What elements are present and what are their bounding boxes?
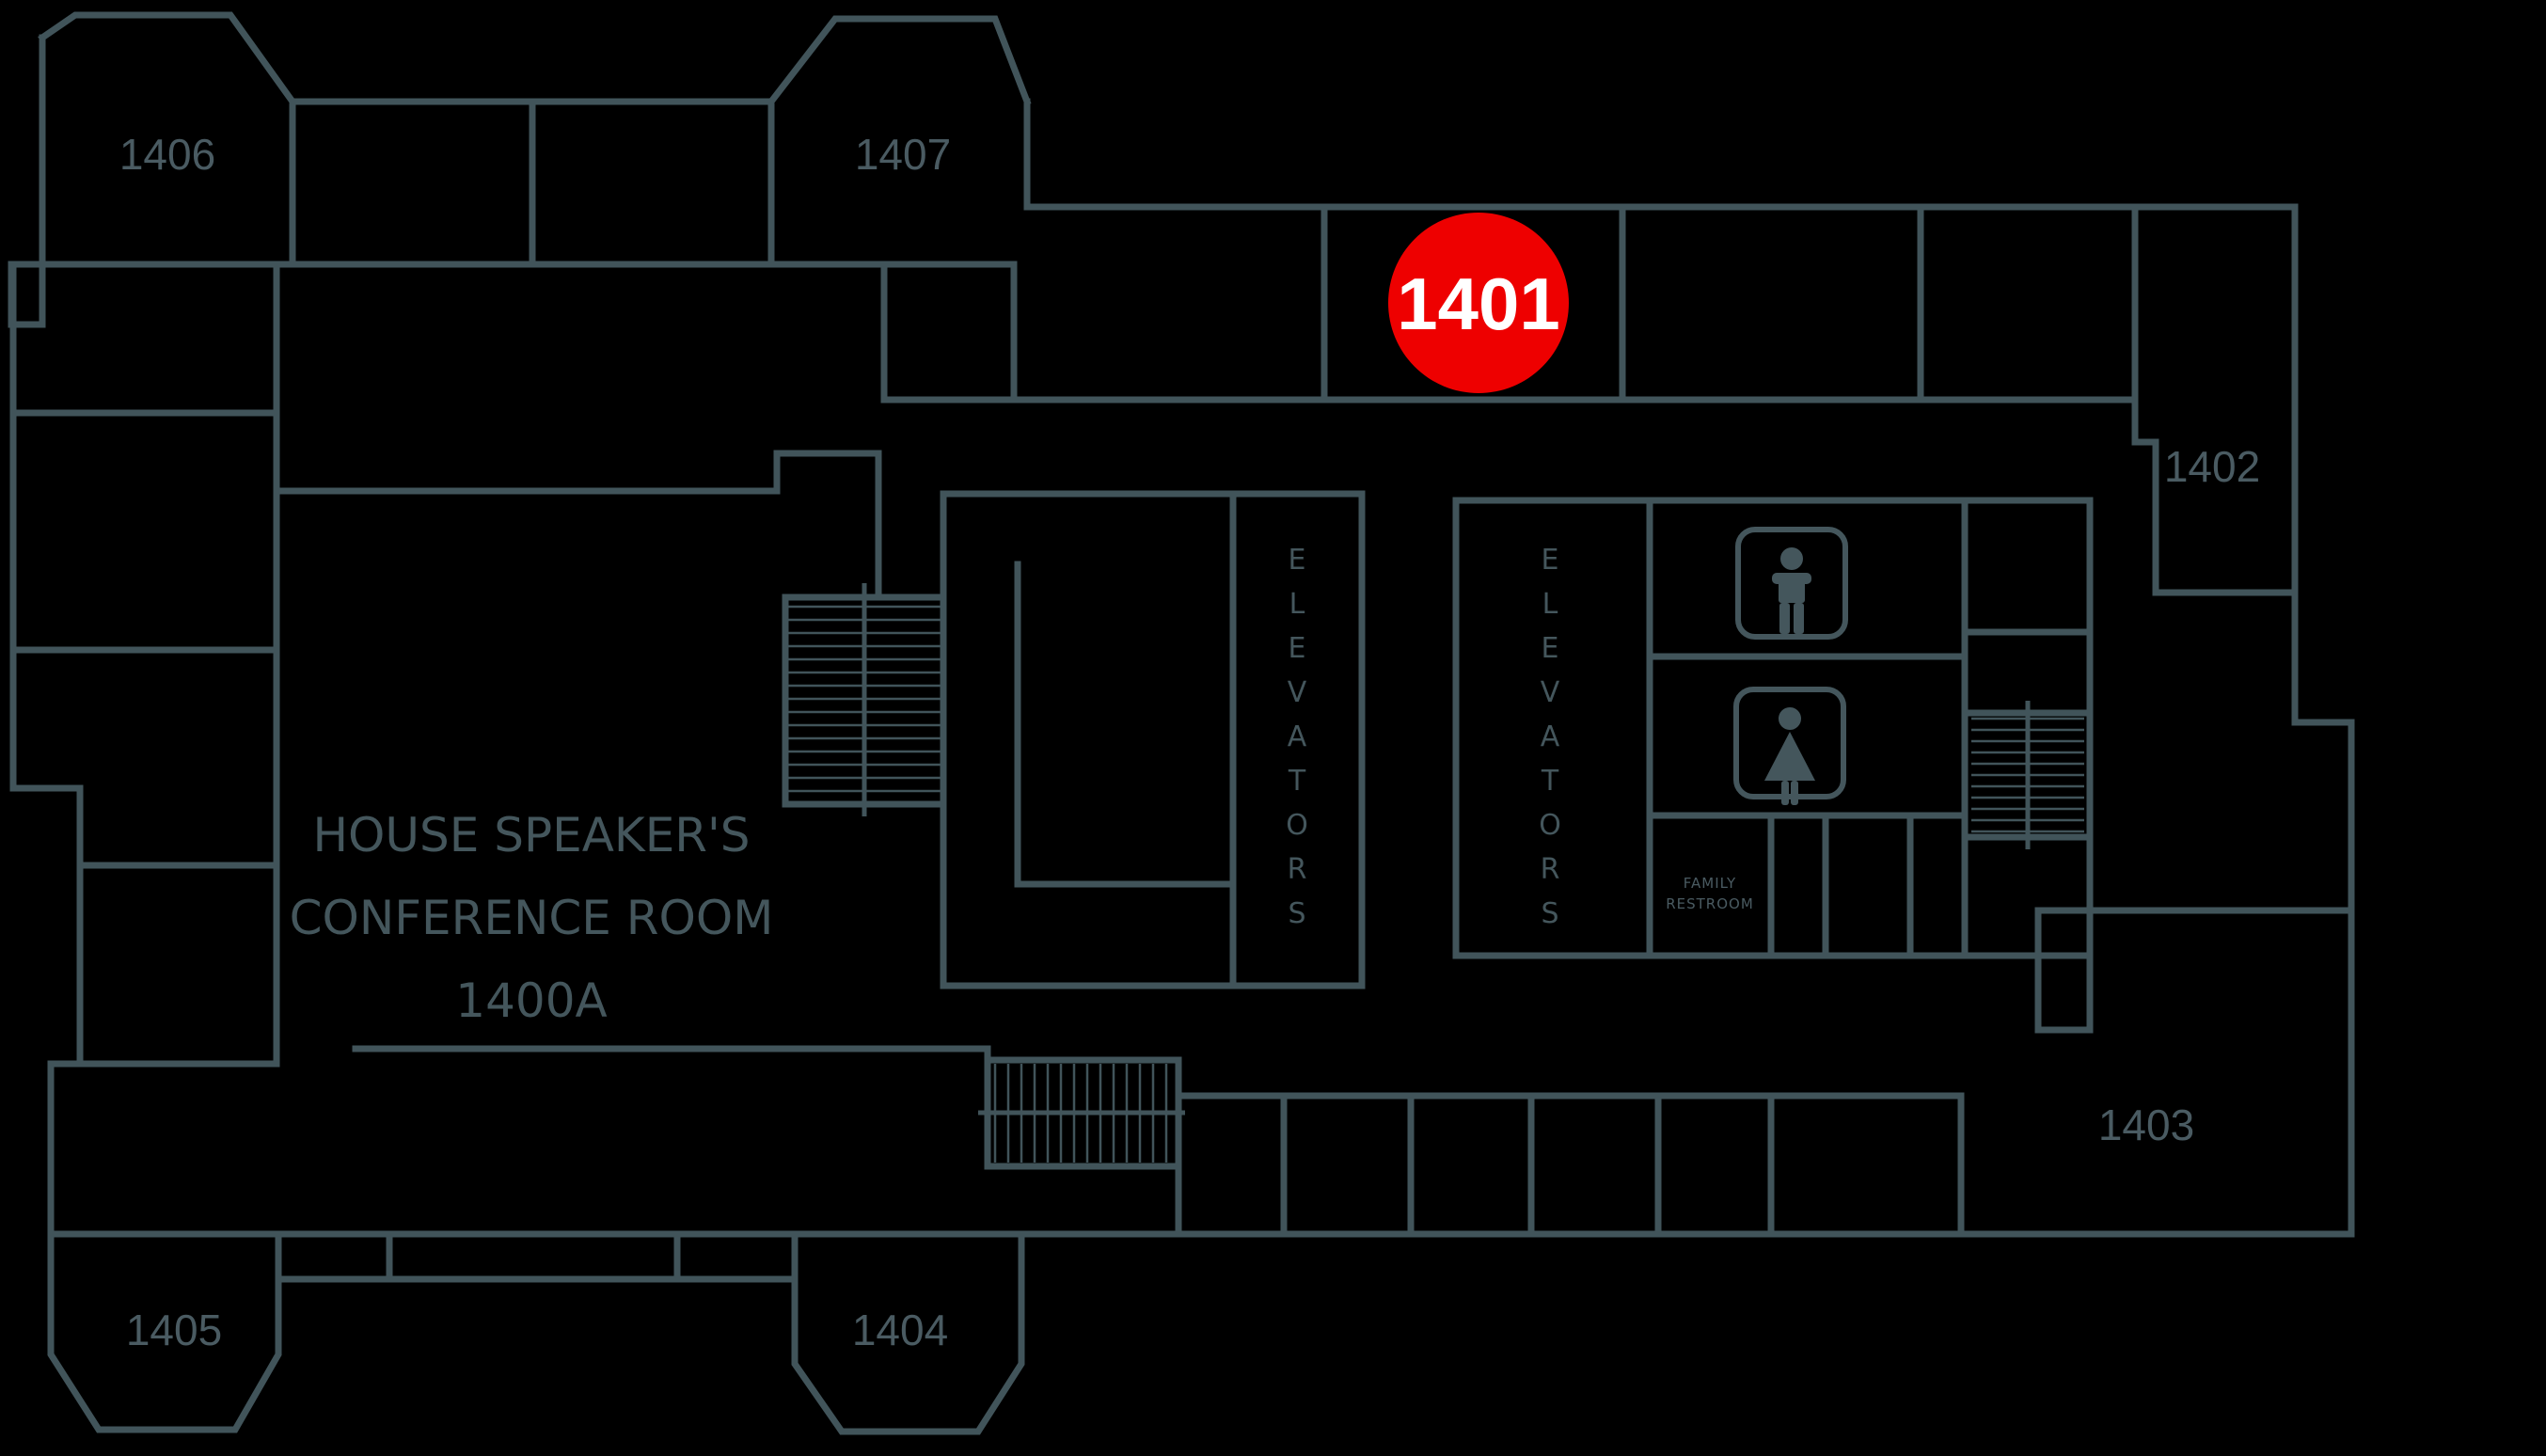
family-restroom-line1: FAMILY xyxy=(1684,875,1736,892)
room-1401-marker-label: 1401 xyxy=(1397,262,1560,345)
family-restroom-label: FAMILY RESTROOM xyxy=(1666,875,1754,912)
womens-restroom-icon xyxy=(1733,687,1846,805)
conference-room-label: HOUSE SPEAKER'S CONFERENCE ROOM 1400A xyxy=(290,808,774,1028)
room-1407-label: 1407 xyxy=(855,130,951,179)
room-1402-label: 1402 xyxy=(2164,442,2260,491)
conference-room-line1: HOUSE SPEAKER'S xyxy=(312,808,750,863)
room-1404-label: 1404 xyxy=(852,1306,948,1354)
room-1401-marker[interactable]: 1401 xyxy=(1388,213,1569,393)
room-1406-label: 1406 xyxy=(119,130,215,179)
room-1403-label: 1403 xyxy=(2098,1100,2194,1149)
floor-plan-walls xyxy=(8,11,2355,1435)
family-restroom-line2: RESTROOM xyxy=(1666,895,1754,912)
conference-room-line3: 1400A xyxy=(455,973,607,1028)
mens-restroom-icon xyxy=(1735,527,1848,640)
room-1405-label: 1405 xyxy=(126,1306,222,1354)
conference-room-line2: CONFERENCE ROOM xyxy=(290,891,774,945)
room-1401-marker-circle[interactable] xyxy=(1388,213,1569,393)
